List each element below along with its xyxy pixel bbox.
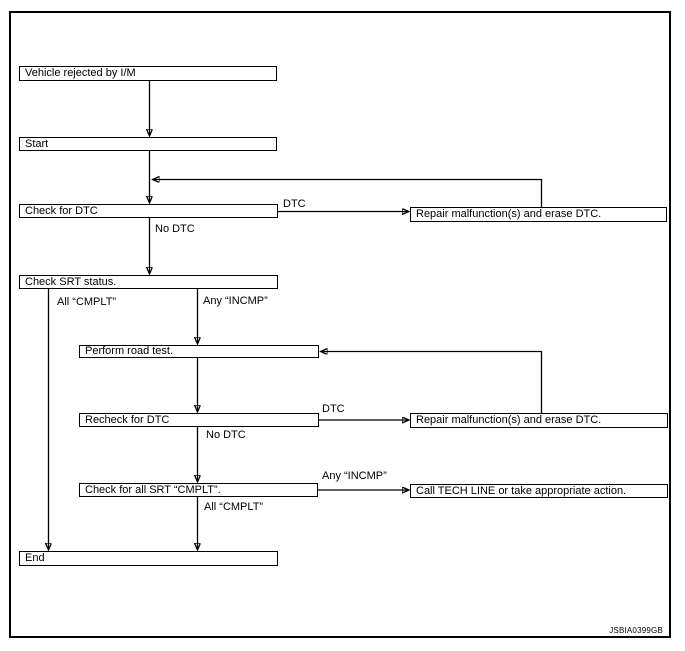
node-start: Start	[19, 137, 277, 151]
node-check-all-srt-cmplt: Check for all SRT “CMPLT”.	[79, 483, 318, 497]
edge-label-all-cmplt-2: All “CMPLT”	[204, 501, 264, 513]
diagram-border	[9, 11, 671, 638]
node-recheck-dtc: Recheck for DTC	[79, 413, 319, 427]
node-perform-road-test: Perform road test.	[79, 345, 319, 358]
edge-label-no-dtc-2: No DTC	[206, 429, 246, 441]
node-call-tech-line: Call TECH LINE or take appropriate actio…	[410, 484, 668, 498]
node-check-dtc: Check for DTC	[19, 204, 278, 218]
node-end: End	[19, 551, 278, 566]
node-repair-1: Repair malfunction(s) and erase DTC.	[410, 207, 667, 222]
edge-label-dtc-1: DTC	[283, 198, 306, 210]
node-repair-2: Repair malfunction(s) and erase DTC.	[410, 413, 668, 428]
edge-label-no-dtc-1: No DTC	[155, 223, 195, 235]
edge-label-any-incmp-2: Any “INCMP”	[322, 470, 387, 482]
edge-label-all-cmplt-1: All “CMPLT”	[57, 296, 117, 308]
figure-code: JSBIA0399GB	[609, 626, 663, 635]
edge-label-dtc-2: DTC	[322, 403, 345, 415]
node-vehicle-rejected: Vehicle rejected by I/M	[19, 66, 277, 81]
node-check-srt-status: Check SRT status.	[19, 275, 278, 289]
edge-label-any-incmp-1: Any “INCMP”	[203, 295, 268, 307]
